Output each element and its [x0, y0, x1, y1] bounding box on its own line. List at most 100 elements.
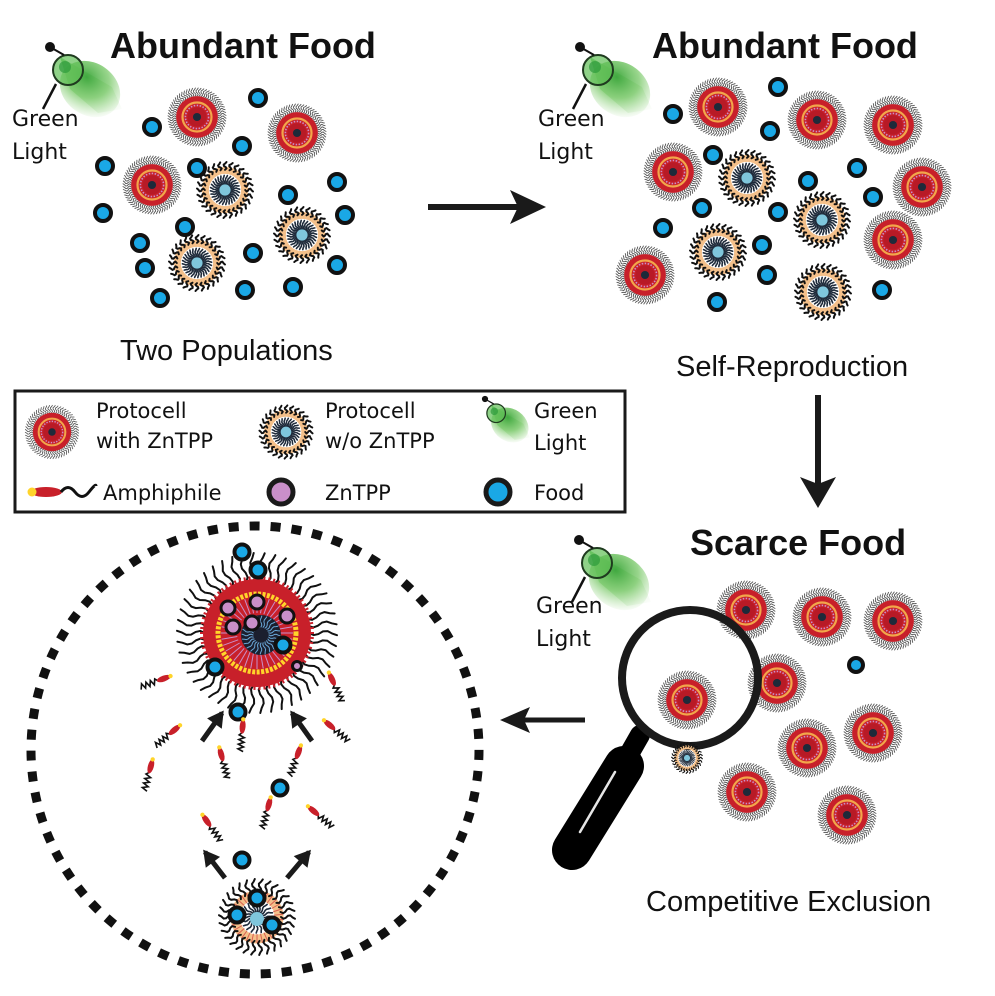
amphiphile — [258, 795, 273, 830]
green-light-icon — [481, 395, 530, 443]
protocell-with-zntpp — [747, 653, 807, 713]
protocell-with-zntpp — [716, 580, 776, 640]
green-light-icon — [571, 42, 652, 118]
protocell-with-zntpp — [657, 670, 717, 730]
food-particle — [243, 243, 263, 263]
food-particle — [227, 905, 247, 925]
green-light-label: Light — [536, 627, 591, 652]
protocell-without-zntpp — [671, 742, 703, 774]
amphiphile — [154, 723, 183, 749]
food-particle — [248, 560, 268, 580]
food-particle — [247, 888, 267, 908]
food-particle — [248, 88, 268, 108]
food-particle — [235, 280, 255, 300]
food-particle — [278, 185, 298, 205]
arrow-right-icon — [428, 190, 546, 224]
amphiphile — [305, 804, 335, 830]
green-light-icon — [41, 42, 122, 118]
detail-zoom-circle — [26, 521, 484, 979]
legend-box — [13, 389, 627, 514]
protocell-without-zntpp — [196, 161, 254, 219]
protocell-with-zntpp — [615, 245, 675, 305]
protocell-with-zntpp — [787, 90, 847, 150]
protocell-with-zntpp — [863, 591, 923, 651]
food-particle — [205, 657, 225, 677]
legend-label: Light — [534, 431, 586, 455]
food-particle — [232, 850, 252, 870]
flow-arrow-icon — [199, 710, 225, 743]
zntpp-molecule — [291, 660, 303, 672]
food-particle — [150, 288, 170, 308]
protocell-without-zntpp — [793, 191, 851, 249]
green-light-label: Light — [538, 140, 593, 165]
protocell-without-zntpp-sample — [258, 404, 314, 460]
food-particle — [327, 255, 347, 275]
food-particle — [847, 158, 867, 178]
protocell-with-zntpp — [777, 718, 837, 778]
protocell-with-zntpp — [167, 87, 227, 147]
food-particle — [228, 702, 248, 722]
food-particle — [335, 205, 355, 225]
food-particle — [692, 198, 712, 218]
magnifier-icon — [552, 606, 762, 870]
zntpp-molecule — [248, 593, 266, 611]
food-particle — [798, 171, 818, 191]
food-icon — [483, 477, 513, 507]
zntpp-molecule — [224, 618, 242, 636]
zntpp-molecule — [278, 607, 296, 625]
food-particle — [663, 104, 683, 124]
protocell-without-zntpp — [168, 234, 226, 292]
legend-label: Green — [534, 399, 598, 423]
legend: Protocell with ZnTPP Protocell w/o ZnTPP… — [13, 389, 627, 514]
food-particle — [757, 265, 777, 285]
amphiphile — [286, 743, 304, 778]
protocell-without-zntpp — [794, 263, 852, 321]
protocell-without-zntpp — [718, 149, 776, 207]
amphiphile — [217, 745, 232, 779]
protocell-with-zntpp — [863, 95, 923, 155]
arrow-left-icon — [500, 707, 585, 733]
panel-title: Abundant Food — [652, 25, 918, 66]
green-light-icon — [570, 535, 651, 611]
food-particle — [95, 156, 115, 176]
protocell-with-zntpp-icon — [24, 404, 80, 460]
protocell-with-zntpp — [792, 587, 852, 647]
food-particle — [768, 202, 788, 222]
food-particle — [653, 218, 673, 238]
food-particle — [273, 635, 293, 655]
food-particle — [130, 233, 150, 253]
legend-label: Food — [534, 481, 584, 505]
legend-label: with ZnTPP — [96, 429, 213, 453]
green-light-label: Green — [538, 107, 605, 132]
protocell-with-zntpp — [688, 77, 748, 137]
food-particle — [707, 292, 727, 312]
zntpp-icon — [266, 477, 296, 507]
food-particle — [283, 277, 303, 297]
food-particle — [863, 187, 883, 207]
protocell-scene — [615, 77, 952, 321]
food-particle — [142, 117, 162, 137]
legend-label: Amphiphile — [103, 481, 222, 505]
protocell-with-zntpp — [717, 762, 777, 822]
green-light-label: Green — [536, 594, 603, 619]
magnified-protocells — [657, 670, 717, 774]
protocell-scene — [716, 580, 923, 845]
food-particle — [703, 145, 723, 165]
zntpp-molecule — [219, 599, 237, 617]
amphiphile — [140, 673, 173, 690]
mechanism-detail — [140, 542, 351, 956]
protocell-with-zntpp — [843, 703, 903, 763]
food-particle — [760, 121, 780, 141]
protocell-with-zntpp — [643, 142, 703, 202]
food-particle — [752, 235, 772, 255]
panel-top-left: Abundant Food Green Light Two Population… — [12, 25, 376, 367]
food-particle — [175, 217, 195, 237]
flow-arrow-icon — [289, 710, 315, 743]
food-particle — [270, 778, 290, 798]
food-particle — [187, 158, 207, 178]
panel-caption: Two Populations — [120, 335, 333, 367]
food-particle — [872, 280, 892, 300]
protocell-with-zntpp — [122, 155, 182, 215]
amphiphile — [140, 757, 155, 792]
